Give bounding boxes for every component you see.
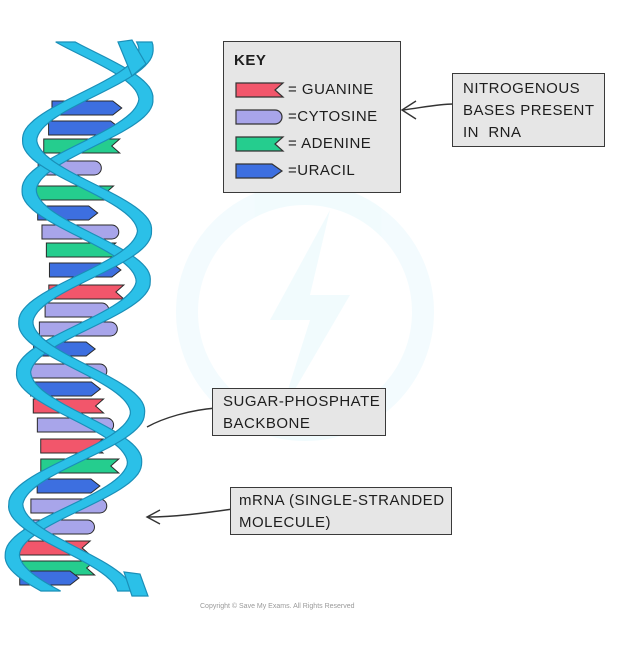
key-label-cytosine: =CYTOSINE xyxy=(288,107,378,125)
key-title: KEY xyxy=(234,52,267,69)
mrna-line-2: MOLECULE) xyxy=(239,514,332,531)
nitrogenous-line-3: IN RNA xyxy=(463,124,522,141)
base-uracil xyxy=(36,478,101,494)
key-item-uracil: =URACIL xyxy=(234,157,390,184)
mrna-pointer-arrowhead xyxy=(145,509,161,525)
key-legend: KEY = GUANINE =CYTOSINE = ADENINE =URACI… xyxy=(223,41,401,193)
nitrogenous-line-1: NITROGENOUS xyxy=(463,80,581,97)
nitrogenous-bases-label: NITROGENOUS BASES PRESENT IN RNA xyxy=(452,73,605,147)
backbone-strand-front xyxy=(4,41,154,592)
backbone-line-2: BACKBONE xyxy=(223,415,311,432)
mrna-line-1: mRNA (SINGLE-STRANDED xyxy=(239,492,445,509)
key-label-guanine: = GUANINE xyxy=(288,80,374,98)
backbone-top-end xyxy=(117,39,147,77)
backbone-bottom-end xyxy=(123,571,149,597)
copyright-notice: Copyright © Save My Exams. All Rights Re… xyxy=(200,603,355,610)
uracil-swatch-icon xyxy=(235,162,284,179)
key-item-adenine: = ADENINE xyxy=(234,130,390,157)
sugar-phosphate-label: SUGAR-PHOSPHATE BACKBONE xyxy=(212,388,386,436)
key-label-uracil: =URACIL xyxy=(288,161,356,179)
key-item-guanine: = GUANINE xyxy=(234,76,390,103)
sugar-phosphate-backbone xyxy=(4,39,154,597)
mrna-label: mRNA (SINGLE-STRANDED MOLECULE) xyxy=(230,487,452,535)
adenine-swatch-icon xyxy=(235,135,285,152)
key-label-adenine: = ADENINE xyxy=(288,134,372,152)
cytosine-swatch-icon xyxy=(235,108,283,125)
nitrogenous-pointer-line xyxy=(402,103,454,111)
backbone-pointer-line xyxy=(146,407,217,428)
nitrogenous-pointer-arrowhead xyxy=(400,100,417,120)
backbone-line-1: SUGAR-PHOSPHATE xyxy=(223,393,381,410)
mrna-pointer-line xyxy=(147,508,234,518)
key-item-cytosine: =CYTOSINE xyxy=(234,103,390,130)
guanine-swatch-icon xyxy=(235,81,285,98)
nitrogenous-line-2: BASES PRESENT xyxy=(463,102,595,119)
